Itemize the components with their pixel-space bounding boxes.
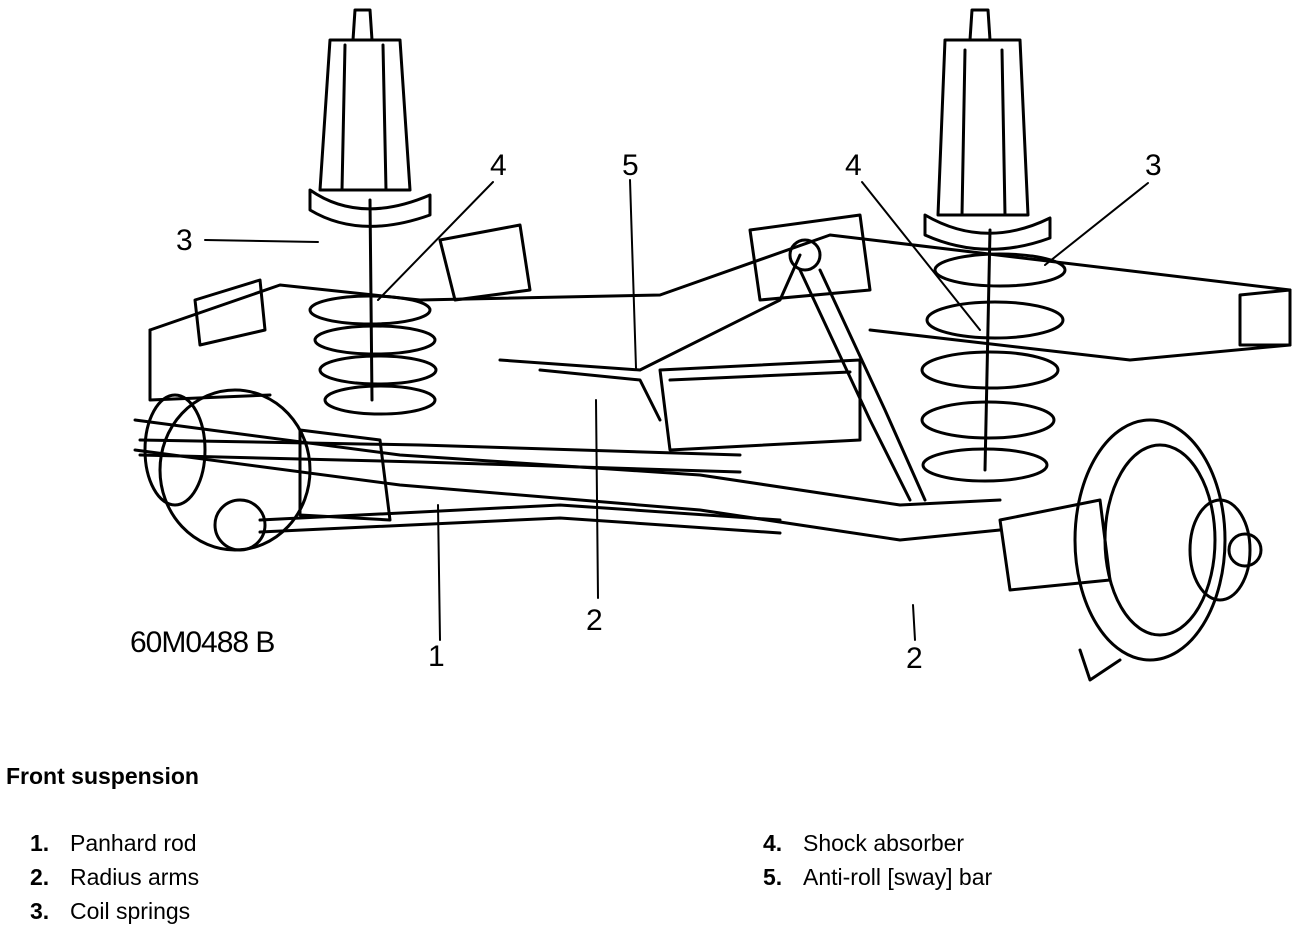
left-coil-spring <box>308 198 438 416</box>
callout-2-right: 2 <box>906 642 923 675</box>
legend-right-column: 4. Shock absorber 5. Anti-roll [sway] bar <box>763 830 992 898</box>
leader-2-right <box>912 604 916 641</box>
legend-number: 4. <box>763 830 783 856</box>
callout-2-center: 2 <box>586 604 603 637</box>
leader-3-left <box>204 239 319 243</box>
legend-label: Coil springs <box>70 898 191 924</box>
legend-number: 3. <box>30 898 50 924</box>
legend-number: 2. <box>30 864 50 890</box>
legend-label: Radius arms <box>70 864 200 890</box>
left-hub <box>143 388 392 552</box>
callout-4-left: 4 <box>490 149 507 182</box>
figure-caption: Front suspension <box>6 763 199 789</box>
legend-label: Panhard rod <box>70 830 197 856</box>
hub-and-disc <box>998 418 1263 682</box>
callout-3-right: 3 <box>1145 149 1162 182</box>
right-coil-spring <box>920 228 1067 483</box>
legend-item-shock-absorber: 4. Shock absorber <box>763 830 992 864</box>
legend-number: 5. <box>763 864 783 890</box>
legend-item-coil-springs: 3. Coil springs <box>30 898 199 932</box>
legend-label: Shock absorber <box>803 830 965 856</box>
callout-5: 5 <box>622 149 639 182</box>
figure-code: 60M0488 B <box>130 626 275 659</box>
leader-5 <box>629 179 637 369</box>
right-shock-tower <box>923 8 1052 251</box>
chassis-crossmember <box>148 213 1292 402</box>
leader-lines <box>204 179 1149 641</box>
radius-arms <box>138 368 742 474</box>
leader-3-right <box>1044 182 1149 266</box>
leader-1 <box>437 504 441 641</box>
legend-label: Anti-roll [sway] bar <box>803 864 993 890</box>
callout-4-right: 4 <box>845 149 862 182</box>
legend-item-radius-arms: 2. Radius arms <box>30 864 199 898</box>
leader-2-center <box>595 399 599 599</box>
left-shock-tower <box>308 8 432 228</box>
callout-3-left: 3 <box>176 224 193 257</box>
callout-1: 1 <box>428 640 445 673</box>
legend-number: 1. <box>30 830 50 856</box>
legend-left-column: 1. Panhard rod 2. Radius arms 3. Coil sprin… <box>30 830 199 932</box>
legend-item-anti-roll-bar: 5. Anti-roll [sway] bar <box>763 864 992 898</box>
leader-4-left <box>377 181 494 301</box>
legend-item-panhard-rod: 1. Panhard rod <box>30 830 199 864</box>
leader-4-right <box>861 181 981 331</box>
suspension-illustration: 1 2 2 3 3 4 4 5 <box>133 8 1292 682</box>
anti-roll-bar <box>498 238 927 502</box>
